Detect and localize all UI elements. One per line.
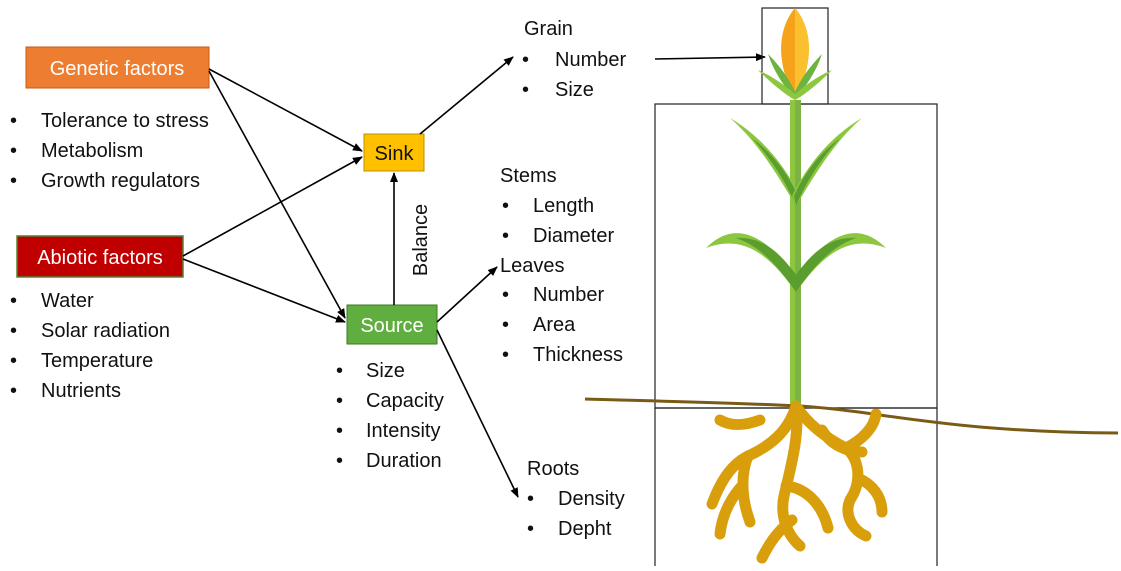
genetic-item: Tolerance to stress bbox=[41, 110, 209, 132]
arrow-genetic-to-source bbox=[209, 71, 345, 318]
roots-item: Depht bbox=[558, 518, 612, 540]
bullet: • bbox=[502, 284, 509, 306]
roots-title: Roots bbox=[527, 458, 579, 480]
stems-item: Length bbox=[533, 195, 594, 217]
sink-label: Sink bbox=[375, 143, 415, 165]
genetic-factors-list: • Tolerance to stress • Metabolism • Gro… bbox=[10, 110, 209, 192]
grain-list: Grain • Number • Size bbox=[522, 18, 626, 101]
stems-item: Diameter bbox=[533, 225, 614, 247]
leaf-icon bbox=[730, 118, 800, 206]
stems-title: Stems bbox=[500, 165, 557, 187]
leaves-item: Area bbox=[533, 314, 576, 336]
stems-list: Stems • Length • Diameter bbox=[500, 165, 614, 247]
roots-item: Density bbox=[558, 488, 625, 510]
arrow-sink-to-grain bbox=[420, 57, 513, 134]
source-item: Capacity bbox=[366, 390, 444, 412]
soil-surface-line bbox=[585, 399, 1118, 433]
arrow-genetic-to-sink bbox=[209, 69, 362, 151]
abiotic-factors-box: Abiotic factors bbox=[17, 236, 183, 277]
arrows bbox=[183, 57, 765, 497]
abiotic-item: Solar radiation bbox=[41, 320, 170, 342]
bullet: • bbox=[10, 290, 17, 312]
bullet: • bbox=[502, 225, 509, 247]
root-icon bbox=[796, 406, 866, 536]
bullet: • bbox=[336, 360, 343, 382]
source-item: Duration bbox=[366, 450, 442, 472]
bullet: • bbox=[10, 350, 17, 372]
bullet: • bbox=[336, 390, 343, 412]
arrow-number-to-ear bbox=[655, 57, 765, 59]
abiotic-item: Nutrients bbox=[41, 380, 121, 402]
genetic-factors-label: Genetic factors bbox=[50, 58, 185, 80]
genetic-factors-box: Genetic factors bbox=[26, 47, 209, 88]
leaves-title: Leaves bbox=[500, 255, 565, 277]
roots-illustration bbox=[712, 406, 882, 558]
abiotic-item: Temperature bbox=[41, 350, 153, 372]
leaves-item: Thickness bbox=[533, 344, 623, 366]
source-box: Source bbox=[347, 305, 437, 344]
bullet: • bbox=[522, 49, 529, 71]
maize-ear-illustration bbox=[758, 8, 832, 100]
arrow-abiotic-to-source bbox=[183, 259, 345, 322]
bullet: • bbox=[527, 518, 534, 540]
source-attributes-list: • Size • Capacity • Intensity • Duration bbox=[336, 360, 444, 472]
bullet: • bbox=[10, 320, 17, 342]
grain-title: Grain bbox=[524, 18, 573, 40]
bullet: • bbox=[336, 450, 343, 472]
roots-list: Roots • Density • Depht bbox=[527, 458, 625, 540]
bullet: • bbox=[502, 344, 509, 366]
abiotic-item: Water bbox=[41, 290, 94, 312]
leaf-icon bbox=[792, 118, 862, 206]
source-item: Intensity bbox=[366, 420, 440, 442]
leaves-item: Number bbox=[533, 284, 604, 306]
arrow-abiotic-to-sink bbox=[183, 157, 362, 256]
grain-item: Size bbox=[555, 79, 594, 101]
abiotic-factors-list: • Water • Solar radiation • Temperature … bbox=[10, 290, 170, 402]
sink-box: Sink bbox=[364, 134, 424, 171]
bullet: • bbox=[527, 488, 534, 510]
bullet: • bbox=[336, 420, 343, 442]
bullet: • bbox=[502, 314, 509, 336]
genetic-item: Growth regulators bbox=[41, 170, 200, 192]
leaves-list: Leaves • Number • Area • Thickness bbox=[500, 255, 623, 366]
bullet: • bbox=[10, 110, 17, 132]
bullet: • bbox=[502, 195, 509, 217]
bullet: • bbox=[10, 170, 17, 192]
bullet: • bbox=[10, 140, 17, 162]
abiotic-factors-label: Abiotic factors bbox=[37, 247, 163, 269]
arrow-source-to-leaves bbox=[437, 267, 497, 322]
balance-label: Balance bbox=[410, 204, 432, 276]
bullet: • bbox=[10, 380, 17, 402]
source-label: Source bbox=[360, 315, 423, 337]
grain-item: Number bbox=[555, 49, 626, 71]
stem-shade-icon bbox=[795, 100, 801, 408]
maize-shoot-illustration bbox=[706, 100, 886, 408]
genetic-item: Metabolism bbox=[41, 140, 143, 162]
source-item: Size bbox=[366, 360, 405, 382]
bullet: • bbox=[522, 79, 529, 101]
